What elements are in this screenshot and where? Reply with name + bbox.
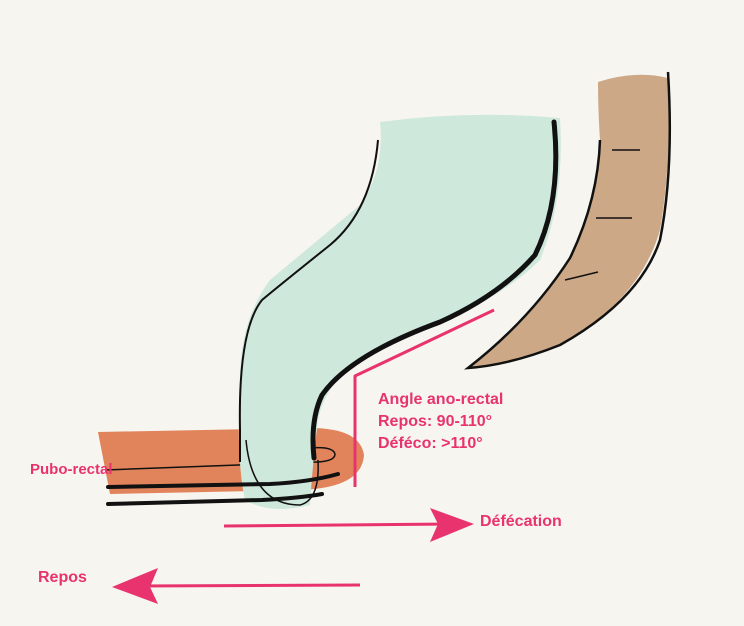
sacrum-shape [468, 74, 669, 369]
angle-rest-value: Repos: 90-110° [378, 413, 493, 430]
angle-title: Angle ano-rectal [378, 391, 504, 408]
sacrum-segment-lines [564, 149, 640, 281]
defecation-arrow [223, 508, 474, 542]
rectum-left-wall [238, 139, 379, 462]
pelvic-floor-lower-line [106, 492, 324, 506]
anal-canal-outline [245, 439, 319, 506]
rectum-shape [238, 114, 561, 510]
rectum-right-wall [310, 119, 559, 461]
anorectal-angle-marker [353, 308, 495, 487]
defecation-label: Défécation [480, 513, 562, 530]
sacrum-outline [463, 71, 672, 370]
anorectal-angle-label: Angle ano-rectal Repos: 90-110° Déféco: … [378, 389, 503, 455]
pelvic-floor-line [106, 472, 340, 489]
repos-arrow [112, 568, 361, 604]
repos-label: Repos [38, 569, 87, 586]
pubo-rectal-inner-stroke [104, 446, 336, 471]
pubo-rectal-label: Pubo-rectal [30, 461, 113, 478]
angle-defecation-value: Déféco: >110° [378, 435, 483, 452]
